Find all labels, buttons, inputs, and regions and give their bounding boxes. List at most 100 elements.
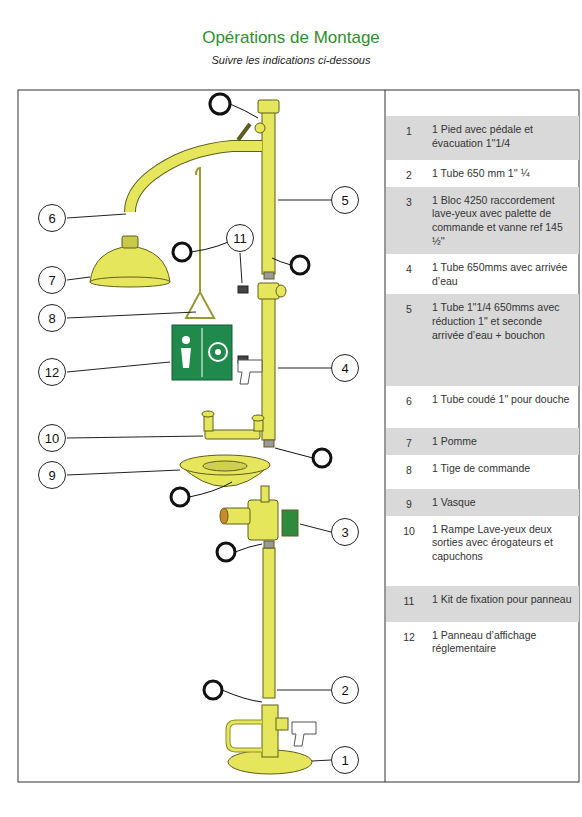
table-cell-number: 10 [386, 516, 432, 537]
table-cell-description: 1 Tube 650mms avec arrivée d’eau [432, 254, 579, 294]
leader-line [67, 436, 203, 438]
valve-stem [261, 486, 269, 502]
callout-number: 12 [45, 366, 59, 379]
table-cell-number: 1 [386, 116, 432, 137]
leader-line [67, 277, 90, 280]
table-row: 21 Tube 650 mm 1'' ¼ [386, 160, 579, 187]
table-cell-description: 1 Rampe Lave-yeux deux sorties avec érog… [432, 516, 579, 570]
callout-circle: 4 [331, 354, 359, 382]
drain [276, 718, 288, 730]
table-row: 101 Rampe Lave-yeux deux sorties avec ér… [386, 516, 579, 586]
table-cell-description: 1 Tige de commande [432, 455, 579, 482]
callout-circle: 5 [331, 186, 359, 214]
table-row: 31 Bloc 4250 raccordement lave-yeux avec… [386, 187, 579, 255]
callout-circle: 9 [38, 461, 66, 489]
table-cell-number: 7 [386, 428, 432, 449]
table-cell-number: 8 [386, 455, 432, 476]
table-cell-description: 1 Tube 1"1/4 650mms avec réduction 1" et… [432, 294, 579, 348]
table-row: 11 Pied avec pédale et évacuation 1''1/4 [386, 116, 579, 160]
leader-line [300, 524, 331, 532]
sign-icon [209, 343, 227, 361]
callout-number: 2 [341, 684, 348, 697]
sign-icon [215, 349, 221, 355]
pedal [228, 722, 262, 750]
table-cell-description: 1 Tube coudé 1" pour douche [432, 386, 579, 413]
callout-circle: 3 [331, 518, 359, 546]
thread [264, 541, 274, 548]
pull-triangle [186, 292, 214, 318]
table-cell-number: 9 [386, 489, 432, 510]
callout-number: 3 [341, 526, 348, 539]
pedal [228, 722, 262, 750]
sign-icon [182, 336, 190, 344]
callout-circle: 11 [226, 224, 254, 252]
gasket-tail [275, 448, 313, 458]
table-row: 91 Vasque [386, 489, 579, 516]
bowl-grid [203, 461, 247, 471]
thread [264, 440, 274, 447]
safety-sign [172, 325, 232, 380]
shower-arm [130, 146, 262, 212]
table-cell-number: 6 [386, 386, 432, 407]
callout-number: 11 [233, 232, 247, 245]
callout-number: 5 [341, 194, 348, 207]
leader-line [240, 253, 242, 283]
table-cell-description: 1 Bloc 4250 raccordement lave-yeux avec … [432, 187, 579, 255]
callout-circle: 8 [38, 304, 66, 332]
table-cell-number: 12 [386, 622, 432, 643]
sign-divider [202, 328, 203, 377]
table-cell-description: 1 Pied avec pédale et évacuation 1''1/4 [432, 116, 579, 156]
gasket [171, 488, 189, 506]
callout-circle: 10 [38, 424, 66, 452]
cap [252, 415, 264, 421]
callout-number: 7 [48, 274, 55, 287]
callout-circle: 7 [38, 266, 66, 294]
table-row: 41 Tube 650mms avec arrivée d’eau [386, 254, 579, 294]
leader-line [67, 362, 170, 372]
gasket [204, 681, 222, 699]
bowl-rim [180, 455, 270, 475]
shower-arm [130, 146, 262, 212]
cap [202, 411, 214, 417]
gasket-tail [230, 104, 258, 118]
callout-number: 4 [341, 362, 348, 375]
table-cell-description: 1 Kit de fixation pour panneau [432, 586, 579, 613]
base-column [262, 705, 278, 757]
gasket [217, 543, 235, 561]
valve-block [248, 500, 278, 540]
shower-valve-lever [238, 124, 250, 140]
leader-line [278, 368, 331, 369]
table-cell-description: 1 Pomme [432, 428, 579, 455]
callout-number: 8 [48, 312, 55, 325]
page-subtitle: Suivre les indications ci-dessous [0, 54, 582, 66]
sign-icon [181, 348, 191, 368]
table-row: 81 Tige de commande [386, 455, 579, 489]
table-cell-number: 2 [386, 160, 432, 181]
gasket-tail [222, 690, 262, 702]
gasket [313, 449, 331, 467]
callout-number: 9 [48, 469, 55, 482]
thread [264, 272, 274, 279]
parts-table: 11 Pied avec pédale et évacuation 1''1/4… [386, 116, 579, 666]
table-row: 111 Kit de fixation pour panneau [386, 586, 579, 622]
shower-nut [122, 236, 138, 248]
nozzle [204, 416, 213, 431]
leader-line [312, 760, 331, 761]
tube-5-port [255, 123, 265, 133]
callout-number: 6 [48, 212, 55, 225]
leader-line [278, 200, 331, 201]
fixing-clip [238, 286, 248, 293]
gasket [210, 94, 230, 114]
callout-number: 10 [45, 432, 59, 445]
tube-4-inlet [276, 285, 286, 297]
shower-rim [90, 277, 170, 287]
table-cell-number: 4 [386, 254, 432, 275]
tube-2 [263, 548, 275, 698]
frame [18, 90, 579, 782]
leader-line [67, 214, 126, 218]
table-cell-description: 1 Vasque [432, 489, 579, 516]
table-row: 121 Panneau d’affichage réglementaire [386, 622, 579, 666]
table-row: 61 Tube coudé 1" pour douche [386, 386, 579, 428]
drill-icon [238, 360, 262, 384]
leader-line [67, 312, 196, 318]
